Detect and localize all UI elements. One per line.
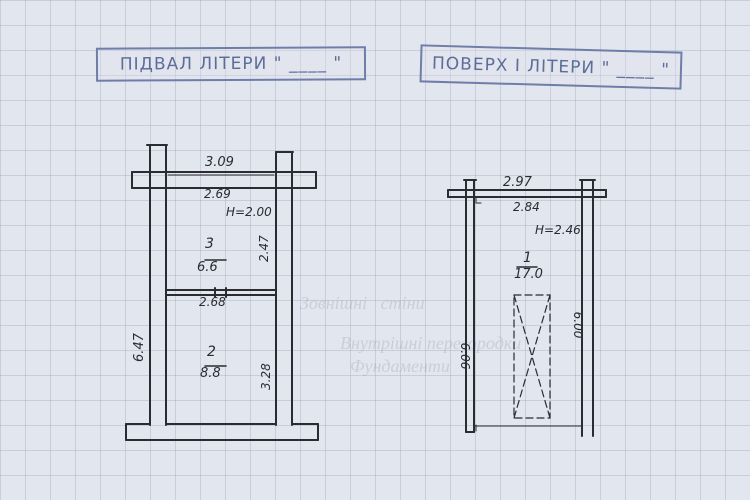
- room-1-number: 1: [523, 250, 532, 266]
- room-3-length-dimension: 2.47: [257, 235, 271, 262]
- ceiling-height-label: H=2.00: [226, 205, 272, 219]
- outer-width-dimension: 2.97: [503, 175, 533, 190]
- room-3-area: 6.6: [197, 260, 218, 275]
- ceiling-height-label: H=2.46: [535, 223, 581, 237]
- room-1-area: 17.0: [514, 267, 543, 282]
- outer-width-dimension: 3.09: [205, 155, 234, 170]
- left-length-dimension: 6.06: [458, 343, 472, 370]
- basement-plan-walls: [125, 144, 319, 441]
- inner-width-dimension: 2.84: [513, 200, 540, 214]
- stair-hatch: [513, 294, 551, 419]
- floor-plan-walls: [447, 179, 607, 437]
- total-length-dimension: 6.47: [132, 332, 147, 362]
- room-3-number: 3: [205, 236, 214, 252]
- room-2-area: 8.8: [200, 366, 221, 381]
- inner-width-dimension: 2.69: [204, 187, 231, 201]
- faint-bleed-text: Внутрішні перегородки: [340, 333, 522, 353]
- right-length-dimension: 6.00: [571, 312, 585, 339]
- faint-bleed-text: Фундаменти: [350, 356, 450, 376]
- partition-width-dimension: 2.68: [199, 295, 226, 309]
- faint-bleed-text: Зовнішні стіни: [300, 293, 425, 313]
- room-2-number: 2: [207, 344, 216, 360]
- room-2-length-dimension: 3.28: [259, 363, 273, 390]
